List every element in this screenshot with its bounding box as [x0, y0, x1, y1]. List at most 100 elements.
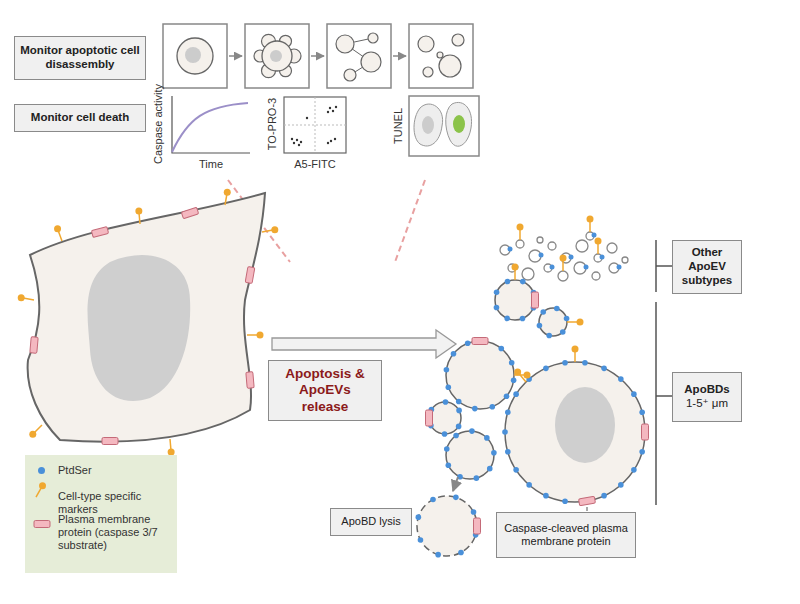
bracket [656, 240, 672, 292]
extracellular-vesicle [607, 243, 617, 253]
marker-head [224, 189, 231, 196]
ptdser-dot [442, 431, 448, 437]
marker-stalk [262, 230, 273, 232]
ptdser-dot [505, 449, 511, 455]
ptdser-dot [456, 399, 462, 405]
stage-frame [327, 24, 391, 88]
ptdser-dot [453, 433, 459, 439]
apoptotic-body [439, 55, 461, 77]
legend-panel [25, 455, 177, 573]
ptdser-dot [469, 428, 475, 434]
box-text: ApoBD lysis [341, 515, 400, 528]
marker-stalk [169, 439, 171, 450]
ptdser-dot [446, 385, 452, 391]
marker-head [595, 238, 602, 245]
ptdser-dot [539, 253, 544, 258]
marker-head [514, 369, 521, 376]
ptdser-dot [631, 467, 637, 473]
ptdser-dot [639, 409, 645, 415]
membrane-protein [532, 292, 539, 308]
event-dot [291, 138, 293, 140]
marker-stalk [247, 334, 258, 336]
marker-stalk [519, 229, 521, 240]
marker-stalk [514, 269, 516, 280]
ptdser-dot [631, 391, 637, 397]
ptdser-dot [550, 265, 555, 270]
ptdser-dot [505, 409, 511, 415]
ptdser-dot [502, 429, 508, 435]
ptdser-dot [513, 467, 519, 473]
ptdser-dot [639, 449, 645, 455]
extracellular-vesicle [558, 271, 568, 281]
marker-head [54, 225, 61, 232]
ptdser-dot [562, 498, 568, 504]
ptdser-dot [458, 550, 464, 556]
nucleus [185, 47, 201, 63]
marker-head [18, 294, 25, 301]
cell [414, 104, 443, 146]
label-box: Caspase-cleaved plasma membrane protein [496, 512, 636, 558]
ptdser-dot [513, 391, 519, 397]
marker-head [168, 448, 175, 455]
event-dot [300, 141, 302, 143]
event-dot [330, 140, 332, 142]
lysed-apobd [417, 496, 477, 556]
box-text: Caspase-cleaved plasma membrane protein [502, 522, 630, 548]
marker-stalk [58, 231, 62, 241]
event-dot [334, 138, 336, 140]
apoptotic-body [418, 36, 434, 52]
axis-label: Caspase activity [152, 84, 164, 164]
ptdser-dot [601, 366, 607, 372]
ptdser-dot [465, 341, 471, 347]
ptdser-dot [569, 255, 574, 260]
ptdser-dot [490, 404, 496, 410]
event-dot [296, 139, 298, 141]
ptdser-dot [416, 514, 422, 520]
ptdser-dot [601, 493, 607, 499]
label-box: Apoptosis & ApoEVs release [268, 360, 382, 421]
ptdser-dot [540, 309, 546, 315]
box-text: Other ApoEV subtypes [678, 246, 736, 287]
apoptotic-bodies [416, 264, 649, 558]
marker-stalk [23, 298, 34, 300]
ptdser-dot [498, 346, 504, 352]
marker-head [39, 482, 46, 489]
cell-membrane [28, 193, 265, 442]
ptdser-dot [508, 247, 513, 252]
apoptotic-body [429, 402, 461, 434]
apoptotic-body [452, 34, 464, 46]
legend-text: Plasma membrane protein (caspase 3/7 sub… [58, 513, 170, 553]
event-dot [327, 142, 329, 144]
ptdser-dot [582, 360, 588, 366]
ptdser-dot [504, 393, 510, 399]
event-dot [298, 144, 300, 146]
ptdser-dot [511, 377, 517, 383]
membrane-protein [102, 438, 118, 445]
marker-stalk [562, 260, 564, 271]
other-apoevs [500, 216, 628, 282]
nucleus-fragment [555, 387, 615, 463]
marker-stalk [138, 213, 140, 224]
cell-death-assays [172, 96, 479, 156]
membrane-protein [642, 424, 649, 440]
marker-head [271, 226, 278, 233]
box-text: ApoBDs [684, 383, 729, 397]
ptdser-dot [494, 305, 500, 311]
membrane-protein [426, 410, 433, 426]
event-dot [327, 111, 329, 113]
cell [446, 102, 472, 146]
event-dot [306, 117, 308, 119]
axis-label: A5-FITC [294, 158, 336, 170]
marker-head [29, 431, 36, 438]
ptdser-dot [560, 329, 566, 335]
ptdser-dot [491, 450, 497, 456]
ptdser-dot [444, 446, 450, 452]
nucleus [422, 116, 434, 134]
marker-stalk [34, 425, 42, 433]
label-box: Monitor apoptotic cell disassembly [14, 36, 146, 80]
stage-frame [245, 24, 309, 88]
stage-frame [163, 24, 227, 88]
axis-label: TUNEL [392, 108, 404, 144]
ptdser-dot [564, 316, 570, 322]
ptdser-dot [520, 316, 526, 322]
